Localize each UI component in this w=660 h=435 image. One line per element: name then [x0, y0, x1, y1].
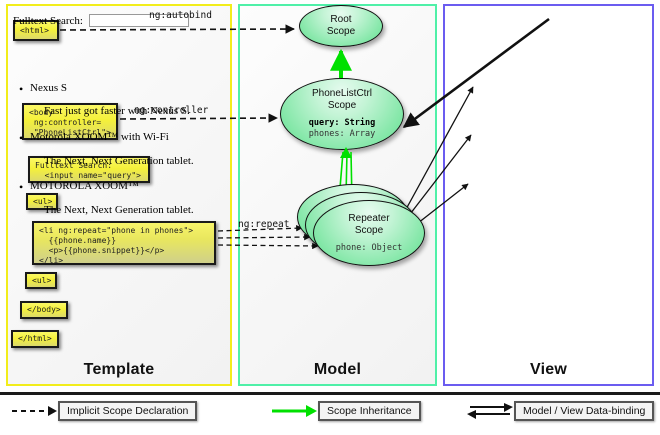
fulltext-search-input[interactable]	[88, 14, 189, 27]
phone-snippet-2: The Next, Next Generation tablet.	[44, 204, 194, 216]
edge-label-repeat: ng:repeat	[238, 219, 290, 230]
code-box-li-repeat: <li ng:repeat="phone in phones"> {{phone…	[32, 221, 216, 265]
edge-label-autobind: ng:autobind	[149, 10, 212, 21]
phone-name-2: • MOTOROLA XOOM™	[19, 180, 139, 193]
legend-dashed-arrow-icon	[12, 406, 57, 416]
bullet-icon-2: •	[19, 180, 24, 194]
phone-snippet-0: Fast just got faster with Nexus S.	[44, 105, 190, 117]
panel-model-label: Model	[313, 361, 362, 378]
panel-template-label: Template	[83, 361, 155, 378]
code-box-html-open: <html>	[13, 20, 59, 41]
legend-green-arrow-icon	[272, 405, 317, 417]
legend-label-scope-inheritance: Scope Inheritance	[318, 401, 421, 421]
bullet-icon-0: •	[19, 82, 24, 96]
legend-item-model-view-data-binding: Model / View Data-binding	[466, 400, 655, 422]
phone-name-text-1: Motorola XOOM™ with Wi-Fi	[30, 131, 169, 143]
phone-name-text-2: MOTOROLA XOOM™	[30, 180, 139, 192]
legend: Implicit Scope Declaration Scope Inherit…	[0, 392, 660, 435]
phone-name-1: • Motorola XOOM™ with Wi-Fi	[19, 131, 169, 144]
fulltext-search-label: Fulltext Search:	[13, 14, 83, 27]
code-box-fulltext-search: Fulltext Search: <input name="query">	[28, 156, 150, 183]
legend-item-implicit-scope-declaration: Implicit Scope Declaration	[10, 400, 198, 422]
legend-label-model-view-data-binding: Model / View Data-binding	[514, 401, 655, 421]
phone-snippet-1: The Next, Next Generation tablet.	[44, 155, 194, 167]
legend-item-scope-inheritance: Scope Inheritance	[270, 400, 421, 422]
panel-view: View	[443, 4, 654, 386]
legend-double-arrow-icon	[467, 403, 513, 419]
scope-prop-phones: phones: Array	[308, 129, 376, 139]
code-box-html-close: </html>	[11, 330, 59, 348]
edge-label-controller: ng:controller	[134, 105, 209, 116]
legend-divider	[0, 392, 660, 395]
scope-prop-query: query: String	[308, 118, 376, 128]
code-box-ul-close: <ul>	[25, 272, 57, 289]
code-box-body-close: </body>	[20, 301, 68, 319]
panel-view-label: View	[530, 361, 567, 378]
legend-label-implicit-scope-declaration: Implicit Scope Declaration	[58, 401, 198, 421]
code-box-ul-open: <ul>	[26, 193, 58, 210]
scope-repeater-props: phone: Object	[336, 243, 403, 254]
scope-prop-phone: phone: Object	[335, 242, 403, 253]
phone-name-text-0: Nexus S	[30, 82, 67, 94]
scope-phonelistctrl-props: query: String phones: Array	[309, 118, 376, 140]
code-box-body-open: <body ng:controller= "PhoneListCtrl">	[22, 103, 118, 140]
view-fulltext-row: Fulltext Search:	[13, 14, 189, 27]
bullet-icon-1: •	[19, 131, 24, 145]
phone-name-0: • Nexus S	[19, 82, 67, 95]
